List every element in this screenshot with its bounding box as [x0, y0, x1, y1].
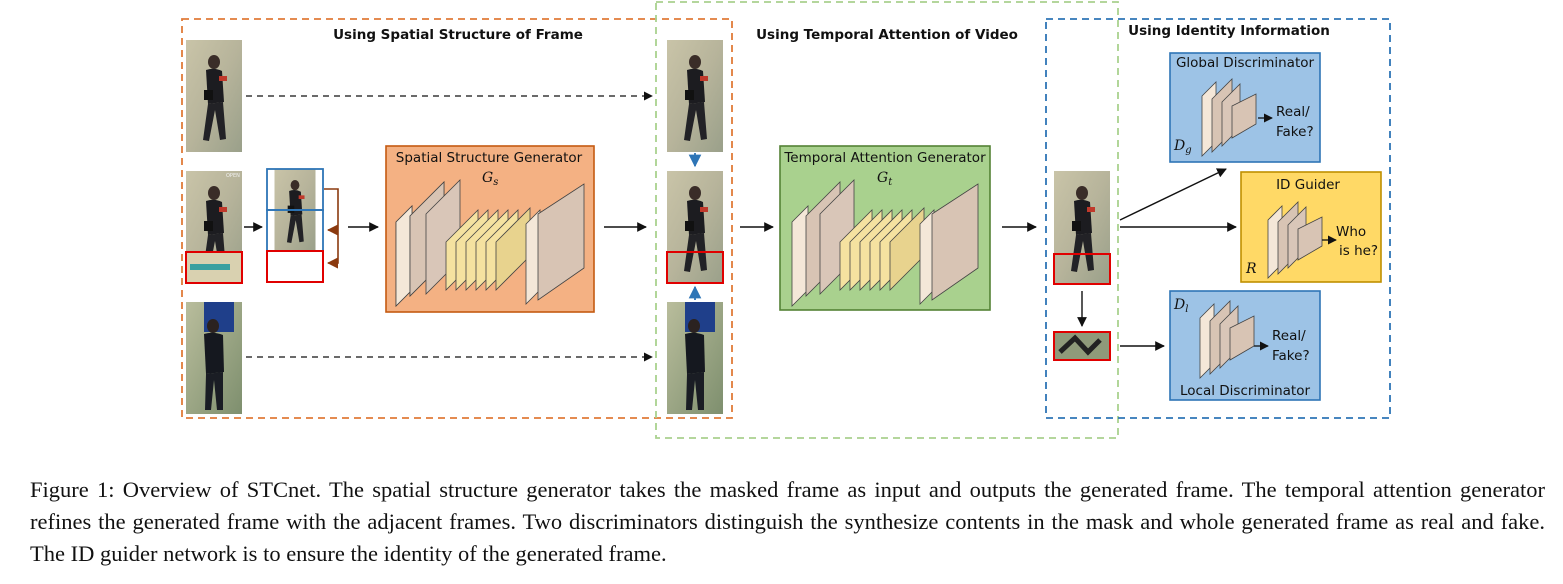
spatial-structure-generator: Spatial Structure Generator Gs [385, 145, 595, 313]
spatial-decoder-layers [525, 183, 585, 305]
global-discriminator-output-line2: Fake? [1276, 124, 1314, 140]
id-guider-output-line1: Who [1336, 224, 1366, 240]
local-discriminator-output-line2: Fake? [1272, 348, 1310, 364]
temporal-section-title: Using Temporal Attention of Video [756, 27, 1018, 43]
adjacent-frame-previous [667, 40, 723, 152]
generated-mask-region [666, 251, 724, 284]
spatial-generator-name: Spatial Structure Generator [396, 150, 583, 166]
spatial-bottleneck-layers [445, 207, 531, 291]
empty-mask-box [266, 250, 324, 283]
spatial-section-title: Using Spatial Structure of Frame [333, 27, 583, 43]
id-guider-name: ID Guider [1276, 177, 1340, 193]
local-discriminator: Dl Real/ Fake? Local Discriminator [1169, 290, 1321, 401]
local-discriminator-layers [1199, 300, 1255, 379]
input-frame-masked: OPEN [185, 171, 243, 284]
temporal-attention-generator: Temporal Attention Generator Gt [779, 145, 991, 311]
global-discriminator-name: Global Discriminator [1176, 55, 1315, 71]
temporal-section-box [655, 1, 1119, 439]
id-guider: ID Guider Who is he? R [1240, 171, 1382, 283]
id-guider-output-line2: is he? [1339, 243, 1378, 259]
cropped-mask-patch [1053, 331, 1111, 361]
temporal-generator-symbol: Gt [877, 170, 893, 188]
id-guider-layers [1267, 201, 1323, 279]
local-discriminator-output-line1: Real/ [1272, 328, 1306, 344]
local-discriminator-name: Local Discriminator [1180, 383, 1310, 399]
frame-tag: OPEN [226, 173, 240, 179]
global-discriminator: Global Discriminator Real/ Fake? Dg [1169, 52, 1321, 163]
global-discriminator-output-line1: Real/ [1276, 104, 1310, 120]
global-discriminator-layers [1201, 78, 1257, 157]
identity-section-title: Using Identity Information [1128, 23, 1330, 39]
stcnet-diagram: Using Spatial Structure of Frame Using T… [181, 1, 1391, 439]
mask-region [185, 251, 243, 284]
arrow-to-global-discriminator [1119, 168, 1227, 221]
output-frame [1053, 171, 1111, 285]
figure-caption: Figure 1: Overview of STCnet. The spatia… [30, 477, 1545, 566]
adjacent-frame-next [667, 302, 723, 414]
temporal-decoder-layers [919, 183, 979, 305]
context-bracket [324, 188, 339, 269]
generated-frame [666, 171, 724, 284]
output-mask-region [1053, 253, 1111, 285]
id-guider-symbol: R [1245, 261, 1257, 277]
local-discriminator-symbol: Dl [1173, 297, 1188, 315]
global-discriminator-symbol: Dg [1173, 138, 1192, 156]
temporal-encoder-layers [791, 179, 855, 307]
identity-section-box [1045, 18, 1391, 419]
temporal-bottleneck-layers [839, 207, 925, 291]
masked-frame-split [266, 168, 324, 283]
temporal-generator-name: Temporal Attention Generator [783, 150, 986, 166]
spatial-generator-symbol: Gs [482, 170, 498, 188]
input-frame-previous [186, 40, 242, 152]
input-frame-next [186, 302, 242, 414]
spatial-section-box [181, 18, 733, 419]
